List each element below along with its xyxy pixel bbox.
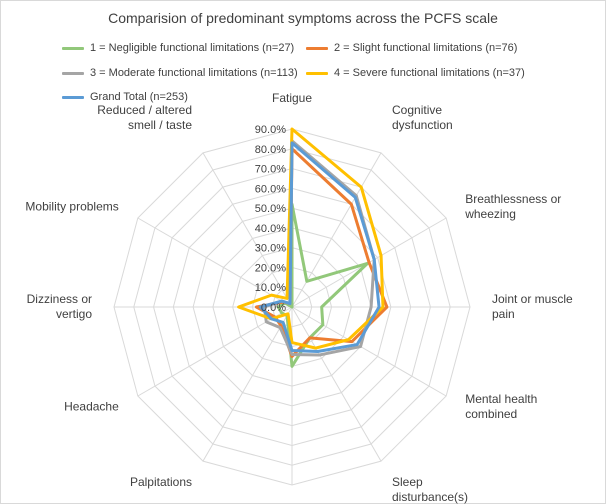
legend-label: 2 = Slight functional limitations (n=76) — [334, 42, 518, 54]
radial-tick-label: 70.0% — [255, 164, 286, 176]
radial-tick-label: 80.0% — [255, 144, 286, 156]
category-label: Headache — [64, 400, 119, 414]
series-line-4 — [237, 127, 385, 350]
radial-tick-label: 90.0% — [255, 124, 286, 136]
grid-spoke — [291, 306, 447, 397]
grid-spoke — [137, 306, 293, 397]
category-label: Chest pain — [263, 502, 320, 504]
legend-item[interactable]: 3 = Moderate functional limitations (n=1… — [62, 67, 298, 79]
legend-label: 4 = Severe functional limitations (n=37) — [334, 67, 525, 79]
legend-swatch — [62, 71, 84, 75]
legend-item[interactable]: 1 = Negligible functional limitations (n… — [62, 42, 294, 54]
chart-legend: 1 = Negligible functional limitations (n… — [0, 0, 606, 110]
legend-label: 3 = Moderate functional limitations (n=1… — [90, 67, 298, 79]
category-label: Palpitations — [130, 475, 192, 489]
category-label: Mobility problems — [25, 200, 118, 214]
radial-tick-label: 60.0% — [255, 183, 286, 195]
grid-spoke — [291, 306, 382, 462]
radial-tick-label: 30.0% — [255, 243, 286, 255]
legend-swatch — [62, 46, 84, 50]
legend-item[interactable]: 4 = Severe functional limitations (n=37) — [306, 67, 525, 79]
grid-spoke — [137, 217, 293, 308]
chart-title: Comparision of predominant symptoms acro… — [108, 10, 498, 26]
legend-item[interactable]: 2 = Slight functional limitations (n=76) — [306, 42, 517, 54]
category-label: Fatigue — [272, 91, 312, 105]
series-line-5 — [258, 141, 381, 354]
legend-item[interactable]: Grand Total (n=253) — [62, 91, 188, 103]
grid-spoke — [202, 152, 293, 308]
legend-label: 1 = Negligible functional limitations (n… — [90, 42, 295, 54]
radial-tick-label: 40.0% — [255, 223, 286, 235]
grid-spoke — [291, 152, 382, 308]
radial-tick-label: 10.0% — [255, 282, 286, 294]
radial-tick-label: 50.0% — [255, 203, 286, 215]
legend-swatch — [306, 71, 328, 75]
radial-tick-label: 20.0% — [255, 262, 286, 274]
legend-swatch — [62, 95, 84, 99]
legend-swatch — [306, 46, 328, 50]
grid-spoke — [202, 306, 293, 462]
legend-label: Grand Total (n=253) — [90, 91, 188, 103]
radial-tick-label: 0.0% — [261, 302, 286, 314]
